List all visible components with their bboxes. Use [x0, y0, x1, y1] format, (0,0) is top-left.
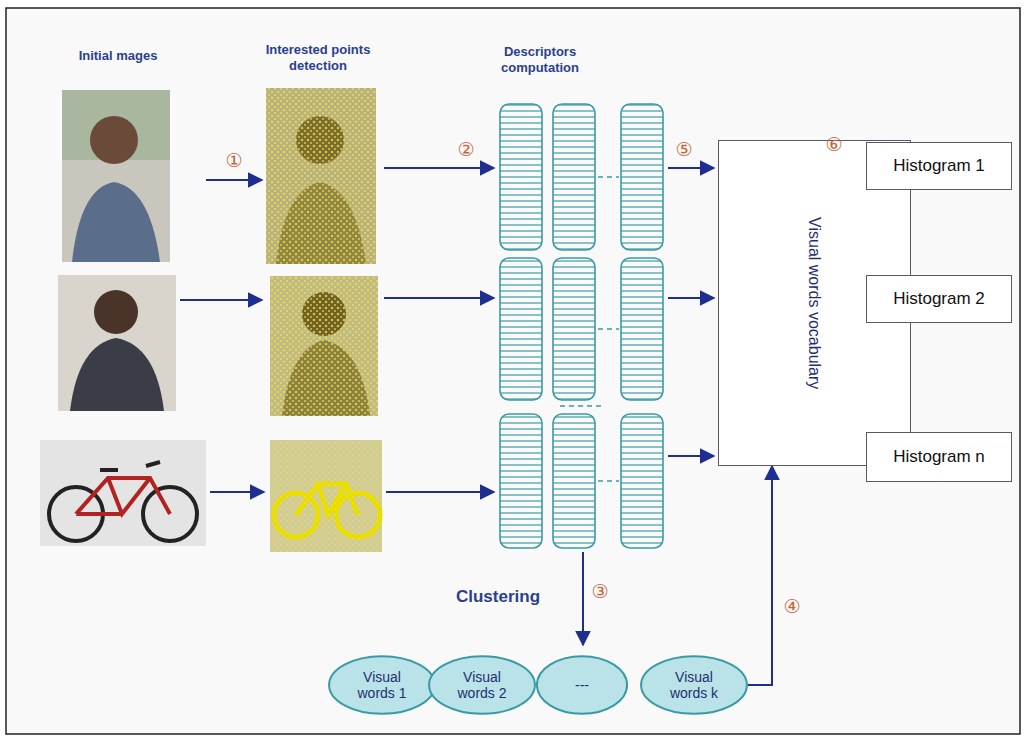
node-label: Visual words 1: [347, 669, 417, 701]
detected-points-image: [266, 88, 376, 264]
visual-word-ellipse: Visual words 2: [428, 655, 536, 715]
node-label: Visual words k: [659, 669, 729, 701]
node-label: Visual words 2: [447, 669, 517, 701]
callout-number: ③: [585, 580, 615, 603]
detected-points-image: [270, 440, 382, 552]
node-label: Histogram n: [893, 447, 985, 467]
photo-placeholder: [62, 90, 170, 262]
callout-number: ⑤: [669, 138, 699, 161]
column-heading: Initial mages: [53, 48, 183, 64]
node-label: Histogram 1: [893, 156, 985, 176]
vertical-label: Visual words vocabulary: [805, 217, 823, 389]
histogram-box: Histogram 1: [866, 142, 1012, 190]
callout-number: ①: [219, 149, 249, 172]
callout-number: ⑥: [819, 133, 849, 156]
flow-arrow: [180, 168, 714, 645]
column-heading: Interested points detection: [258, 42, 378, 73]
visual-word-ellipse: ---: [536, 655, 628, 715]
node-label: ---: [575, 677, 589, 693]
ellipsis-dashes: [560, 177, 619, 481]
callout-number: ②: [451, 138, 481, 161]
histogram-box: Histogram 2: [866, 275, 1012, 323]
descriptor-vectors: [500, 104, 663, 548]
visual-word-ellipse: Visual words 1: [328, 655, 436, 715]
node-label: Histogram 2: [893, 289, 985, 309]
photo-placeholder: [58, 275, 176, 411]
visual-word-ellipse: Visual words k: [640, 655, 748, 715]
column-heading: Descriptors computation: [480, 44, 600, 75]
bicycle-photo: [40, 440, 206, 546]
detected-points-image: [270, 276, 378, 416]
callout-number: ④: [777, 595, 807, 618]
connector-arrow: [748, 466, 772, 685]
histogram-box: Histogram n: [866, 432, 1012, 482]
step-label: Clustering: [438, 587, 558, 607]
